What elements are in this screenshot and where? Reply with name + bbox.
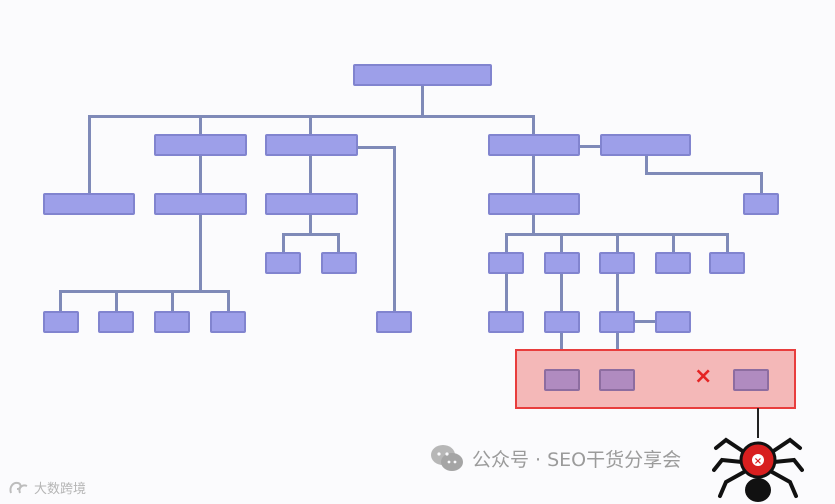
connector: [199, 115, 202, 135]
connector: [616, 233, 619, 253]
trapped-node: [733, 369, 769, 391]
tree-node: [488, 311, 524, 333]
connector: [560, 233, 563, 253]
tree-node: [600, 134, 691, 156]
tree-node: [599, 252, 635, 274]
connector: [760, 172, 763, 194]
connector: [672, 233, 675, 253]
tree-node: [488, 193, 580, 215]
tree-node: [265, 134, 358, 156]
tree-node: [488, 134, 580, 156]
root-node: [353, 64, 492, 86]
connector: [282, 233, 285, 253]
brand-watermark: 大数跨境: [8, 478, 86, 497]
connector: [645, 156, 648, 174]
connector: [560, 274, 563, 312]
tree-node: [154, 311, 190, 333]
tree-node: [98, 311, 134, 333]
tree-node: [655, 252, 691, 274]
tree-node: [43, 311, 79, 333]
tree-node: [544, 252, 580, 274]
connector: [579, 145, 601, 148]
tree-node: [376, 311, 412, 333]
connector: [227, 290, 230, 312]
connector: [115, 290, 118, 312]
tree-node: [154, 134, 247, 156]
trapped-node: [599, 369, 635, 391]
tree-node: [210, 311, 246, 333]
spider-icon: ×: [712, 408, 804, 502]
connector: [357, 146, 395, 149]
connector: [59, 290, 229, 293]
tree-node: [709, 252, 745, 274]
svg-text:×: ×: [754, 456, 762, 467]
brand-logo-icon: [9, 481, 28, 493]
connector: [309, 115, 312, 135]
connector: [505, 233, 508, 253]
tree-node: [655, 311, 691, 333]
connector: [645, 172, 762, 175]
brand-name: 大数跨境: [34, 482, 87, 497]
tree-node: [154, 193, 247, 215]
tree-node: [321, 252, 357, 274]
connector: [282, 233, 339, 236]
tree-node: [43, 193, 135, 215]
connector: [726, 233, 729, 253]
connector: [199, 156, 202, 194]
tree-node: [265, 193, 358, 215]
connector: [634, 320, 658, 323]
blocked-marker: ×: [694, 364, 713, 389]
wechat-watermark: 公众号 · SEO干货分享会: [430, 444, 681, 472]
connector: [171, 290, 174, 312]
tree-node: [544, 311, 580, 333]
connector: [199, 215, 202, 292]
connector: [421, 86, 424, 116]
wechat-icon: [431, 445, 463, 471]
connector: [393, 146, 396, 312]
connector: [337, 233, 340, 253]
connector: [309, 215, 312, 235]
trapped-node: [544, 369, 580, 391]
connector: [88, 115, 91, 193]
connector: [532, 215, 535, 235]
tree-node: [599, 311, 635, 333]
connector: [616, 274, 619, 312]
connector: [505, 274, 508, 312]
account-name: 公众号 · SEO干货分享会: [472, 448, 682, 471]
connector: [532, 115, 535, 135]
connector: [59, 290, 62, 312]
tree-node: [265, 252, 301, 274]
connector: [309, 156, 312, 194]
tree-node: [743, 193, 779, 215]
tree-node: [488, 252, 524, 274]
connector: [532, 156, 535, 194]
